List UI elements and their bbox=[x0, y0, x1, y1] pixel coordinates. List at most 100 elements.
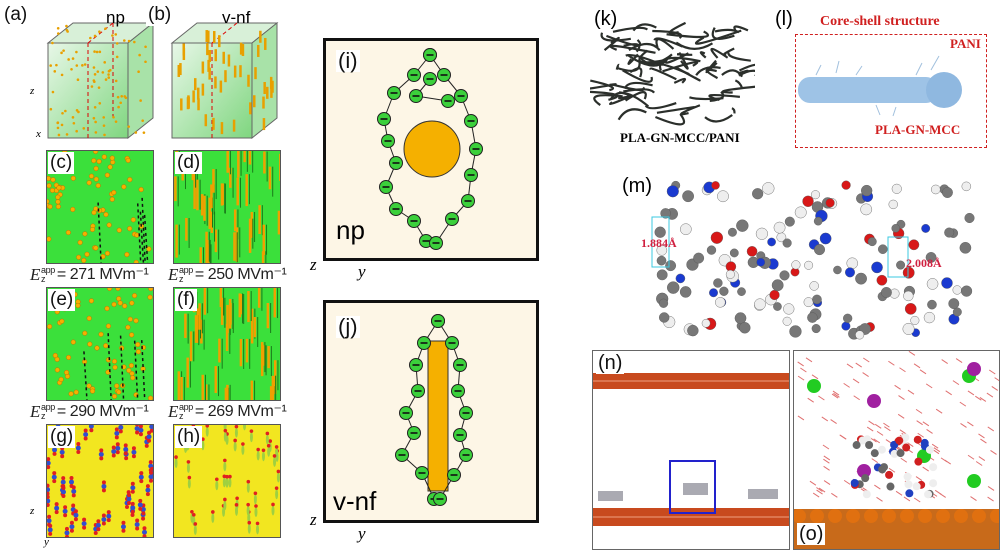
e-sub: z bbox=[179, 412, 193, 421]
field-low bbox=[256, 524, 259, 534]
field-d-value: = 250 MVm⁻¹ bbox=[195, 265, 287, 285]
particle bbox=[138, 54, 141, 57]
particle bbox=[57, 127, 60, 130]
particle bbox=[112, 394, 117, 399]
nanofiber bbox=[226, 385, 229, 400]
field-high bbox=[121, 521, 125, 525]
field-high bbox=[135, 430, 139, 434]
field-high bbox=[125, 505, 129, 509]
particle bbox=[61, 112, 64, 115]
nanofiber bbox=[180, 377, 183, 400]
water-molecule bbox=[920, 370, 926, 374]
particle bbox=[103, 124, 106, 127]
nanofiber bbox=[178, 65, 181, 77]
field-high bbox=[121, 529, 125, 533]
water-molecule bbox=[824, 481, 830, 485]
field-high bbox=[135, 425, 139, 426]
field-high bbox=[277, 470, 280, 474]
nanofiber bbox=[237, 151, 240, 178]
particle bbox=[97, 70, 100, 73]
panel-c-label: (c) bbox=[48, 152, 74, 174]
field-low bbox=[54, 506, 59, 511]
field-high bbox=[112, 454, 116, 458]
panel-a-label: (a) bbox=[2, 4, 29, 26]
atom bbox=[717, 191, 728, 202]
particle bbox=[120, 95, 123, 98]
panel-k-fiber-mat bbox=[590, 20, 755, 130]
field-high bbox=[82, 526, 86, 530]
water-molecule bbox=[812, 375, 818, 379]
atom bbox=[659, 299, 668, 308]
field-low bbox=[223, 500, 226, 510]
water-molecule bbox=[824, 456, 830, 460]
water-molecule bbox=[908, 390, 914, 394]
particle bbox=[129, 363, 134, 368]
axis-z: z bbox=[30, 85, 34, 97]
field-high bbox=[235, 496, 239, 500]
particle bbox=[56, 195, 61, 200]
nanofiber bbox=[279, 154, 280, 181]
water-molecule bbox=[810, 481, 816, 485]
atom bbox=[783, 239, 792, 248]
particle bbox=[126, 158, 131, 163]
particle bbox=[47, 183, 51, 188]
particle bbox=[144, 60, 147, 63]
atom bbox=[868, 237, 877, 246]
field-c-value: = 271 MVm⁻¹ bbox=[57, 265, 149, 285]
atom bbox=[810, 281, 819, 290]
water-molecule bbox=[926, 384, 932, 388]
field-high bbox=[127, 493, 131, 497]
particle bbox=[94, 246, 99, 251]
atom bbox=[826, 199, 835, 208]
nanofiber bbox=[242, 44, 245, 56]
water-molecule bbox=[808, 398, 814, 402]
field-high bbox=[70, 476, 74, 480]
atom bbox=[803, 196, 814, 207]
particle bbox=[107, 76, 110, 79]
particle bbox=[70, 68, 73, 71]
fiber bbox=[723, 86, 755, 92]
particle bbox=[50, 108, 53, 111]
atom bbox=[863, 490, 871, 498]
water-molecule bbox=[899, 368, 905, 372]
particle bbox=[126, 325, 131, 330]
water-molecule bbox=[953, 381, 959, 385]
particle bbox=[113, 365, 118, 370]
particle bbox=[75, 64, 78, 67]
axis-y-g: y bbox=[44, 536, 49, 548]
particle bbox=[74, 390, 79, 395]
water-molecule bbox=[856, 363, 862, 367]
particle bbox=[134, 260, 139, 263]
atom bbox=[772, 280, 783, 291]
nanofiber bbox=[190, 331, 193, 361]
particle bbox=[103, 134, 106, 137]
surface-atom bbox=[900, 509, 914, 523]
field-low bbox=[257, 450, 260, 460]
atom bbox=[667, 282, 679, 294]
water-molecule bbox=[888, 361, 894, 365]
particle bbox=[98, 86, 101, 89]
field-high bbox=[271, 503, 275, 507]
field-high bbox=[192, 513, 196, 517]
nanofiber bbox=[221, 183, 224, 205]
field-high bbox=[72, 493, 76, 497]
panel-b-label: (b) bbox=[146, 4, 173, 26]
particle bbox=[94, 121, 97, 124]
particle bbox=[95, 346, 100, 351]
particle bbox=[47, 176, 51, 181]
fiber bbox=[623, 70, 652, 82]
water-molecule bbox=[800, 368, 806, 372]
nanofiber bbox=[239, 65, 242, 77]
field-high bbox=[205, 425, 209, 428]
particle bbox=[52, 91, 55, 94]
panel-i-tag: np bbox=[336, 215, 365, 246]
particle bbox=[116, 42, 119, 45]
water-molecule bbox=[914, 498, 920, 502]
field-low bbox=[262, 451, 265, 461]
nanofiber bbox=[197, 98, 200, 110]
water-molecule bbox=[923, 467, 929, 471]
atom bbox=[767, 238, 775, 246]
nanofiber bbox=[202, 62, 205, 74]
water-molecule bbox=[956, 359, 962, 363]
